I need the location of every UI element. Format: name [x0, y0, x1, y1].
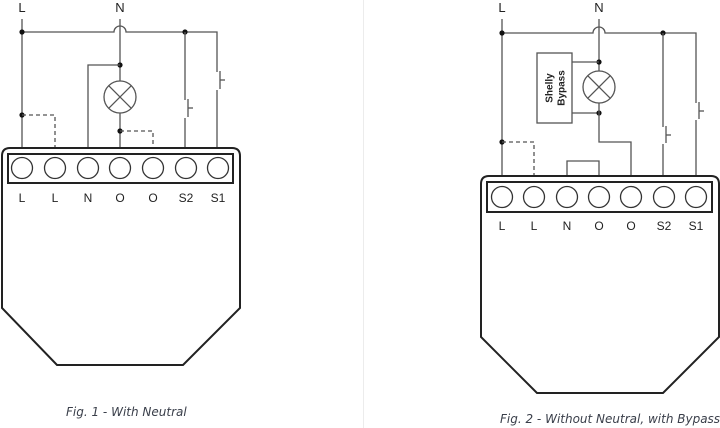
fig2-terminal-label: L: [531, 219, 538, 233]
fig1-junction-dot: [19, 29, 25, 35]
fig2-terminal: [490, 185, 514, 209]
fig2-switch-s2-icon: [662, 33, 671, 176]
fig2-terminal-label: O: [626, 219, 635, 233]
fig1-terminal-label: S1: [211, 191, 226, 205]
fig1-terminal: [206, 156, 230, 180]
fig1-terminal: [108, 156, 132, 180]
fig2-lamp-icon: [582, 70, 616, 104]
fig1-terminal-label: S2: [179, 191, 194, 205]
fig1-terminal-label: N: [84, 191, 93, 205]
fig2-terminal-label: L: [499, 219, 506, 233]
fig1-terminal: [76, 156, 100, 180]
fig2-terminal: [522, 185, 546, 209]
fig1-supply-line-label: L: [18, 0, 25, 15]
fig2-terminal-label: S2: [657, 219, 672, 233]
fig1-terminal: [141, 156, 165, 180]
bypass-label-line1: Shelly: [545, 73, 556, 103]
fig2-device-body: [480, 175, 720, 394]
fig1-lamp-icon: [103, 80, 137, 114]
fig1-terminal: [174, 156, 198, 180]
fig2-terminal: [652, 185, 676, 209]
fig1-optional-line-wire: [22, 114, 56, 148]
fig1-diagram: L N: [1, 0, 241, 366]
fig2-terminal-label: O: [594, 219, 603, 233]
fig2-lamp-to-output-wire: [598, 103, 632, 176]
fig2-shelly-bypass: Shelly Bypass: [536, 52, 573, 124]
fig1-terminal-label: L: [19, 191, 26, 205]
fig2-caption: Fig. 2 - Without Neutral, with Bypass: [500, 412, 720, 426]
fig2-junction-dot: [499, 30, 505, 36]
fig2-n-o-bridge-wire: [566, 160, 600, 176]
fig2-optional-line-wire: [502, 141, 535, 176]
fig1-optional-output-wire: [120, 130, 154, 148]
fig1-device-body: [1, 147, 241, 366]
fig1-terminals: [10, 156, 230, 180]
fig1-top-rail-wire: [22, 25, 218, 148]
fig2-switch-s1-icon: [694, 102, 704, 120]
fig2-terminal-labels: L L N O O S2 S1: [499, 219, 704, 233]
fig2-terminal: [619, 185, 643, 209]
fig2-terminal: [587, 185, 611, 209]
fig1-terminal-labels: L L N O O S2 S1: [19, 191, 226, 205]
bypass-label-line2: Bypass: [557, 70, 568, 106]
fig2-terminal-label: N: [563, 219, 572, 233]
fig2-terminal-label: S1: [689, 219, 704, 233]
fig1-supply-neutral-label: N: [115, 0, 124, 15]
fig2-terminals: [490, 185, 708, 209]
fig1-terminal-label: L: [52, 191, 59, 205]
fig1-terminal: [43, 156, 67, 180]
fig2-top-rail-wire: [502, 26, 697, 176]
fig1-switch-s1-icon: [215, 71, 225, 90]
fig2-diagram: L N Shelly Bypass: [480, 0, 720, 394]
fig2-supply-neutral-label: N: [594, 0, 603, 15]
fig1-terminal-label: O: [115, 191, 124, 205]
fig1-neutral-to-terminal-wire: [87, 64, 120, 148]
fig2-terminal: [684, 185, 708, 209]
fig1-switch-s2-icon: [184, 32, 193, 148]
figure-divider: [363, 0, 364, 428]
fig1-terminal-label: O: [148, 191, 157, 205]
fig2-terminal: [555, 185, 579, 209]
fig1-terminal: [10, 156, 34, 180]
fig1-caption: Fig. 1 - With Neutral: [66, 405, 187, 419]
fig2-supply-line-label: L: [498, 0, 505, 15]
